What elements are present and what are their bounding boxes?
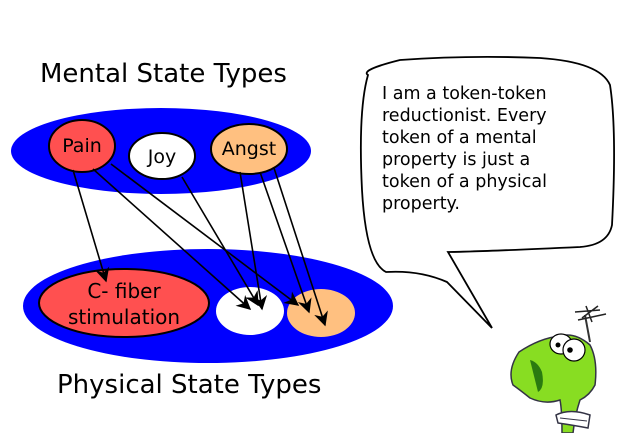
character-creature	[510, 305, 607, 433]
arrow-angst-to-orange-2	[273, 167, 328, 327]
speech-line: reductionist. Every	[382, 106, 547, 126]
joy-label: Joy	[147, 146, 176, 168]
pain-label: Pain	[62, 135, 102, 157]
arrow-pain-to-orange	[110, 163, 300, 306]
c-fiber-label-line2: stimulation	[68, 305, 180, 329]
speech-line: token of a mental	[382, 128, 537, 148]
angst-label: Angst	[222, 138, 276, 160]
speech-bubble-text: I am a token-token reductionist. Every t…	[382, 83, 602, 215]
speech-line: property is just a	[382, 150, 531, 170]
mental-state-angst[interactable]: Angst	[210, 123, 288, 175]
arrow-pain-to-cfiber	[72, 169, 110, 283]
mental-state-pain[interactable]: Pain	[48, 119, 116, 173]
speech-line: token of a physical	[382, 172, 547, 192]
speech-line: property.	[382, 194, 460, 214]
speech-line: I am a token-token	[382, 84, 547, 104]
physical-state-c-fiber[interactable]: C- fiber stimulation	[38, 268, 210, 338]
c-fiber-label-line1: C- fiber	[87, 279, 161, 303]
physical-state-types-title: Physical State Types	[57, 370, 321, 400]
arrow-joy-to-white	[181, 176, 259, 307]
arrow-angst-to-white	[239, 171, 268, 311]
mental-state-joy[interactable]: Joy	[128, 132, 196, 180]
arrow-pain-to-white	[92, 168, 252, 310]
physical-state-white[interactable]	[216, 287, 284, 335]
speech-bubble	[359, 55, 615, 329]
mental-state-types-title: Mental State Types	[40, 59, 287, 89]
arrow-angst-to-orange-1	[259, 171, 312, 314]
